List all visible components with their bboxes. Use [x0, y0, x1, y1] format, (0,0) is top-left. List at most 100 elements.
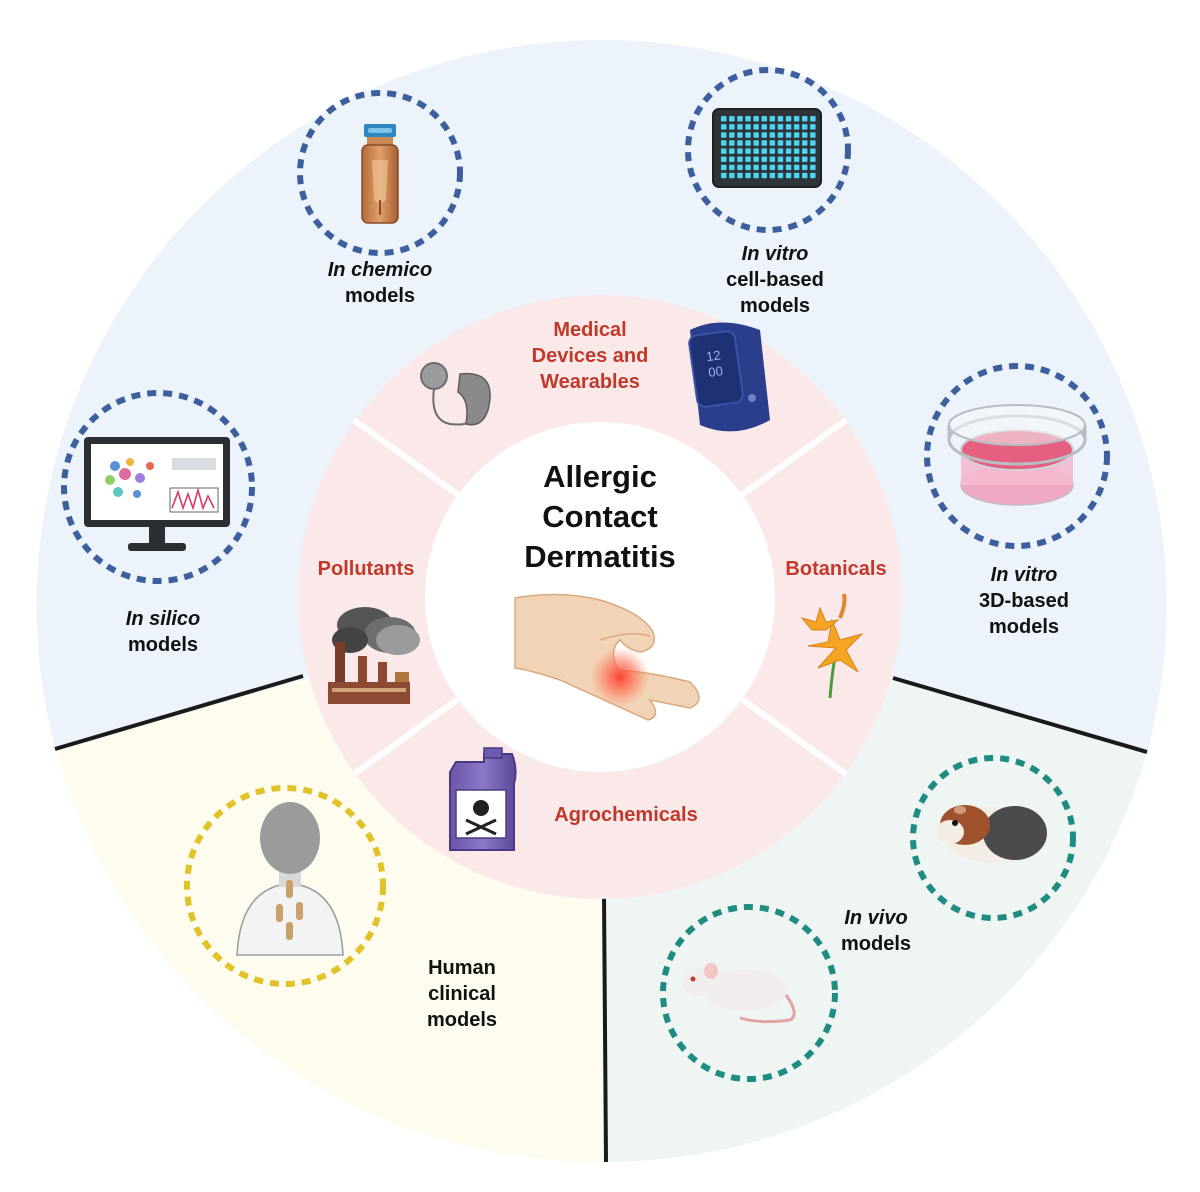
- plate-well: [721, 172, 727, 179]
- plate-well: [737, 132, 743, 138]
- center-title: Allergic Contact Dermatitis: [450, 457, 750, 577]
- label-in-vitro-cell-line-2: cell-based: [726, 269, 824, 291]
- plate-well: [745, 148, 751, 154]
- plate-well: [769, 172, 776, 179]
- dashed-circle-in-vitro-cell: [685, 67, 851, 233]
- label-human-line-1: Human: [428, 957, 496, 979]
- plate-well: [745, 172, 751, 179]
- plate-well: [810, 172, 816, 179]
- plate-well: [777, 116, 784, 122]
- factory-icon: [328, 607, 420, 704]
- plate-well: [729, 156, 735, 162]
- plate-well: [777, 164, 784, 171]
- center-title-line-1: Allergic: [543, 459, 657, 494]
- watch-hour: 12: [705, 347, 721, 364]
- divider-left: [54, 674, 304, 751]
- mouse-icon: [682, 963, 796, 1024]
- label-in-silico-italic: In silico: [125, 608, 201, 630]
- label-in-vivo: In vivo models: [796, 905, 956, 957]
- plate-well: [777, 148, 784, 154]
- plate-well: [777, 156, 784, 162]
- plate-well: [737, 164, 743, 171]
- plate-well: [802, 164, 808, 171]
- plate-well: [729, 172, 735, 179]
- plate-well: [785, 116, 792, 122]
- dashed-circle-in-silico: [61, 390, 255, 584]
- plate-well: [737, 156, 743, 162]
- label-in-vitro-3d-italic: In vitro: [990, 564, 1058, 586]
- plate-well: [721, 156, 727, 162]
- plate-well: [753, 172, 759, 179]
- computer-monitor-icon: [84, 437, 230, 551]
- plate-well: [753, 124, 759, 130]
- label-in-vitro-3d-line-3: models: [988, 616, 1060, 638]
- label-in-vitro-cell-italic: In vitro: [741, 243, 809, 265]
- plate-well: [761, 172, 767, 179]
- label-medical-line-2: Devices and: [531, 345, 649, 367]
- label-in-silico-rest: models: [127, 634, 199, 656]
- patch-test-back-icon: [236, 802, 344, 956]
- plate-well: [802, 172, 808, 179]
- plate-well: [777, 140, 784, 146]
- hand-rash-icon: [514, 593, 700, 721]
- plate-well: [785, 140, 792, 146]
- plate-well: [769, 164, 776, 171]
- plate-well: [745, 132, 751, 138]
- plate-well: [793, 116, 800, 122]
- hearing-aid-icon: [420, 362, 491, 426]
- plate-well: [769, 124, 776, 130]
- plate-well: [769, 156, 776, 162]
- label-human-line-3: models: [426, 1009, 498, 1031]
- label-human-clinical: Human clinical models: [390, 955, 534, 1033]
- plate-well: [721, 124, 727, 130]
- label-in-chemico-italic: In chemico: [327, 259, 433, 281]
- dashed-circle-human: [184, 785, 386, 987]
- label-in-vitro-cell-line-3: models: [739, 295, 811, 317]
- label-in-silico: In silico models: [83, 606, 243, 658]
- plate-well: [769, 148, 776, 154]
- plate-well: [793, 148, 800, 154]
- plate-well: [745, 140, 751, 146]
- plate-well: [793, 156, 800, 162]
- dashed-circle-mouse: [660, 904, 838, 1082]
- petri-dish-icon: [947, 404, 1087, 506]
- plate-well: [745, 124, 751, 130]
- plate-well: [721, 140, 727, 146]
- poison-jug-icon: [449, 747, 517, 851]
- plate-well: [721, 116, 727, 122]
- plate-well: [802, 156, 808, 162]
- label-human-line-2: clinical: [428, 983, 496, 1005]
- plate-well: [753, 148, 759, 154]
- plate-well: [761, 156, 767, 162]
- plate-well: [729, 132, 735, 138]
- label-in-vivo-rest: models: [840, 933, 912, 955]
- label-in-chemico: In chemico models: [300, 257, 460, 309]
- center-title-line-2: Contact: [542, 499, 658, 534]
- plate-well: [753, 156, 759, 162]
- label-medical-line-1: Medical: [553, 319, 627, 341]
- divider-right: [892, 676, 1148, 754]
- plate-well: [769, 116, 776, 122]
- plate-well: [761, 148, 767, 154]
- plate-well: [777, 132, 784, 138]
- plate-well: [729, 164, 735, 171]
- plate-well: [785, 164, 792, 171]
- divider-bottom: [602, 896, 608, 1163]
- plate-well: [777, 172, 784, 179]
- dashed-circle-in-vitro-3d: [924, 363, 1110, 549]
- plate-well: [785, 156, 792, 162]
- plate-well: [793, 124, 800, 130]
- plate-well: [810, 124, 816, 130]
- plate-well: [785, 124, 792, 130]
- plate-well: [737, 124, 743, 130]
- plate-well: [793, 172, 800, 179]
- plate-well: [737, 116, 743, 122]
- plate-well: [753, 164, 759, 171]
- plate-well: [737, 172, 743, 179]
- plate-well: [761, 124, 767, 130]
- plate-well: [729, 116, 735, 122]
- plate-well: [761, 164, 767, 171]
- plate-well: [729, 124, 735, 130]
- plate-well: [721, 148, 727, 154]
- watch-minute: 00: [707, 363, 723, 380]
